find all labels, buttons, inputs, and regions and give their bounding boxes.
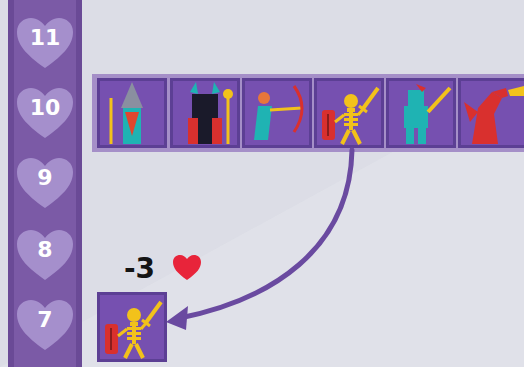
heart-space: 9 <box>15 156 75 212</box>
hit-point-number: 11 <box>15 16 75 60</box>
heart-space: 8 <box>15 228 75 284</box>
hit-point-number: 9 <box>15 156 75 200</box>
hit-point-number: 7 <box>15 298 75 342</box>
heart-space: 7 <box>15 298 75 354</box>
heart-space: 11 <box>15 16 75 72</box>
hit-point-number: 10 <box>15 86 75 130</box>
heart-space: 10 <box>15 86 75 142</box>
hit-point-number: 8 <box>15 228 75 272</box>
damage-label: -3 <box>124 252 155 285</box>
